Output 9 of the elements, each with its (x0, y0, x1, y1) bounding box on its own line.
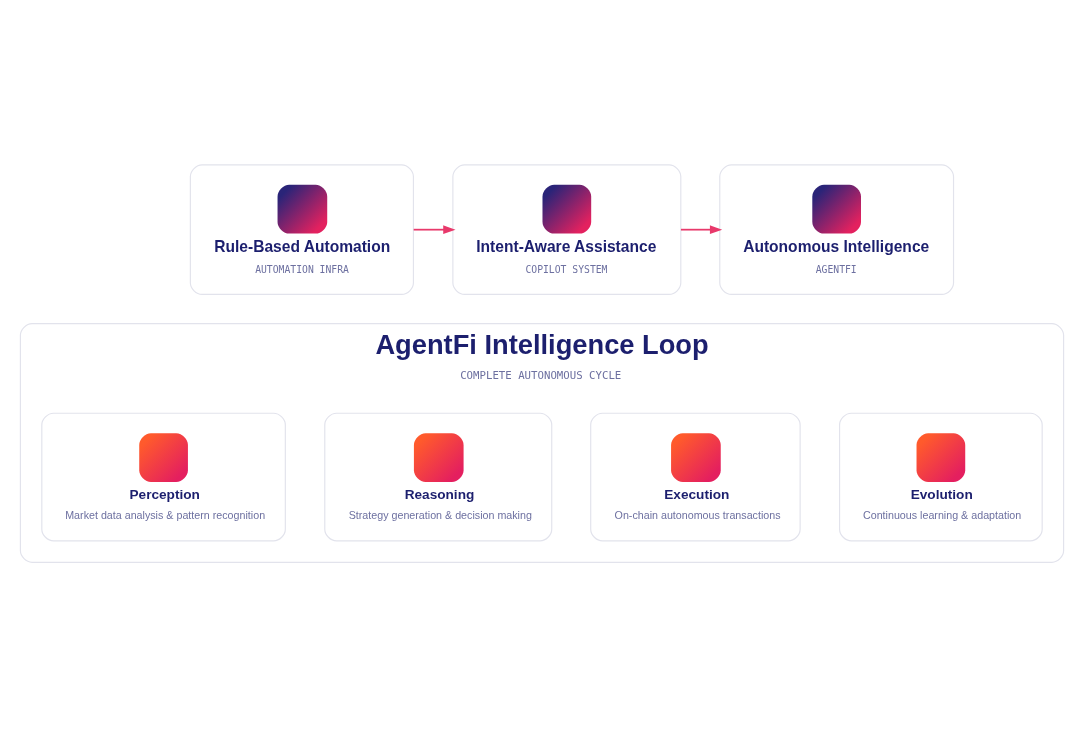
node-box: Execution On-chain autonomous transactions (590, 412, 801, 542)
node-box: Rule-Based Automation AUTOMATION INFRA (189, 164, 414, 296)
arrow (412, 225, 456, 234)
arrow (680, 225, 723, 234)
node-box: Intent-Aware Assistance COPILOT SYSTEM (452, 164, 682, 296)
node-box: Reasoning Strategy generation & decision making (324, 412, 553, 542)
node-box: Evolution Continuous learning & adaptation (839, 412, 1043, 542)
node-box: Perception Market data analysis & pattern recognition (41, 412, 286, 542)
node-box: Autonomous Intelligence AGENTFI (719, 164, 955, 296)
